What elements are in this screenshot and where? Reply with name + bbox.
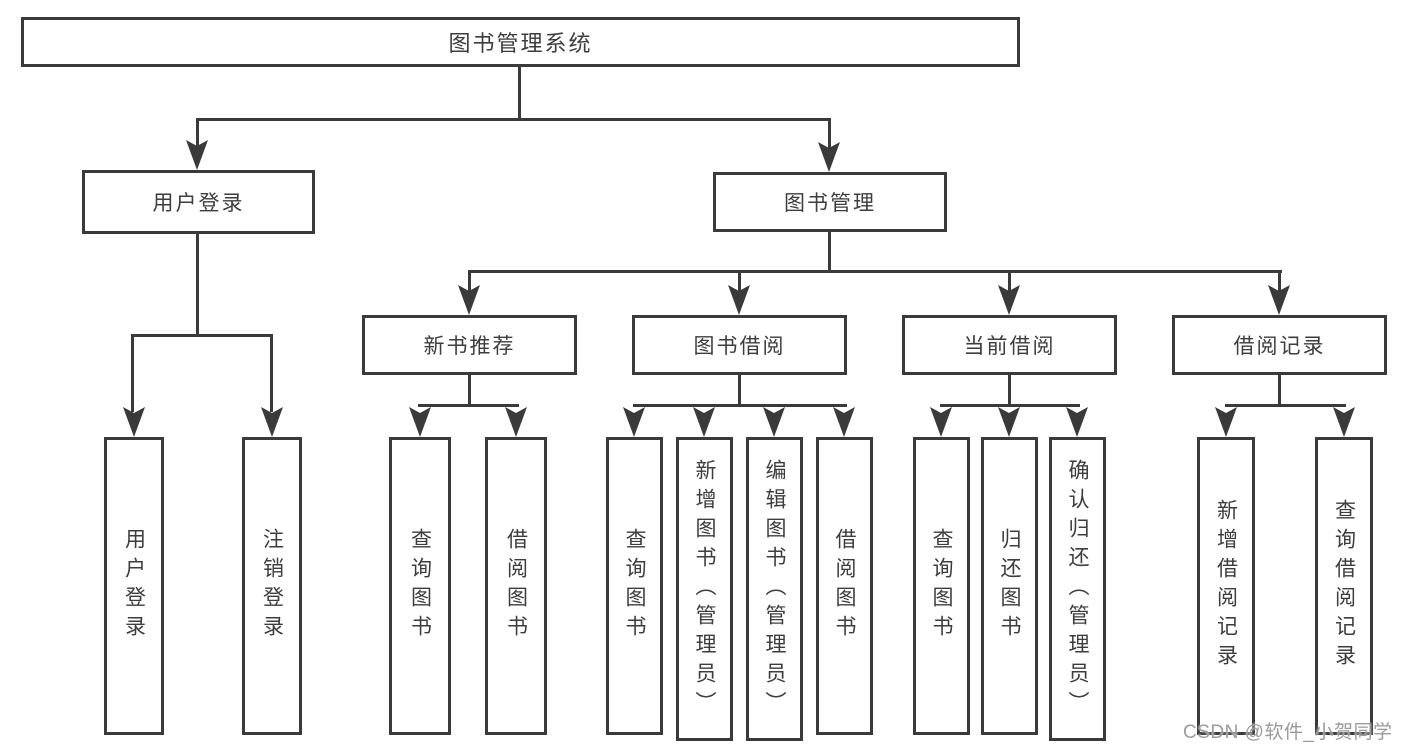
connector-line (940, 404, 1080, 407)
node-label: 确认归还（管理员） (1066, 458, 1090, 720)
node-label: 图书管理系统 (448, 31, 593, 56)
node-user-login-branch: 用户登录 (82, 170, 315, 234)
leaf-query-books: 查询图书 (389, 437, 451, 735)
node-book-borrowing: 图书借阅 (632, 315, 847, 375)
leaf-add-books-admin: 新增图书（管理员） (676, 437, 733, 741)
connector-line (196, 234, 199, 337)
node-label: 查询图书 (408, 528, 432, 644)
connector-line (738, 270, 741, 292)
arrow-down-icon (1333, 407, 1355, 437)
arrow-down-icon (623, 407, 645, 437)
node-label: 查询借阅记录 (1332, 499, 1356, 673)
connector-line (196, 118, 831, 121)
node-label: 新书推荐 (423, 335, 516, 358)
connector-line (1008, 375, 1011, 407)
leaf-logout: 注销登录 (242, 437, 302, 735)
node-label: 查询图书 (930, 528, 954, 644)
leaf-add-borrow-record: 新增借阅记录 (1197, 437, 1255, 735)
connector-line (131, 334, 134, 412)
arrow-down-icon (998, 407, 1020, 437)
connector-line (131, 334, 273, 337)
connector-line (633, 404, 847, 407)
node-new-book-recommendation: 新书推荐 (362, 315, 577, 375)
node-book-management-system: 图书管理系统 (21, 17, 1020, 67)
node-label: 新增借阅记录 (1214, 499, 1238, 673)
arrow-down-icon (1066, 407, 1088, 437)
connector-line (468, 270, 1282, 273)
arrow-down-icon (123, 407, 145, 437)
node-label: 图书管理 (784, 192, 876, 215)
arrow-down-icon (763, 407, 785, 437)
leaf-borrow-books: 借阅图书 (485, 437, 547, 735)
node-label: 查询图书 (623, 528, 647, 644)
leaf-borrow-books: 借阅图书 (816, 437, 873, 735)
node-current-borrowing: 当前借阅 (902, 315, 1117, 375)
connector-line (1225, 404, 1346, 407)
node-borrowing-records: 借阅记录 (1172, 315, 1387, 375)
connector-line (518, 67, 521, 121)
arrow-down-icon (505, 407, 527, 437)
node-label: 借阅记录 (1233, 335, 1326, 358)
leaf-user-login: 用户登录 (104, 437, 164, 735)
node-label: 借阅图书 (833, 528, 857, 644)
leaf-return-books: 归还图书 (981, 437, 1038, 735)
connector-line (828, 118, 831, 150)
connector-line (828, 232, 831, 273)
node-label: 用户登录 (122, 528, 146, 644)
leaf-query-books: 查询图书 (913, 437, 970, 735)
node-label: 归还图书 (998, 528, 1022, 644)
arrow-down-icon (833, 407, 855, 437)
node-label: 当前借阅 (963, 335, 1056, 358)
connector-line (418, 404, 519, 407)
leaf-query-borrow-record: 查询借阅记录 (1315, 437, 1373, 735)
connector-line (196, 118, 199, 148)
node-label: 编辑图书（管理员） (763, 458, 787, 720)
node-label: 图书借阅 (693, 335, 786, 358)
connector-line (738, 375, 741, 407)
arrow-down-icon (930, 407, 952, 437)
node-label: 注销登录 (260, 528, 284, 644)
leaf-confirm-return-admin: 确认归还（管理员） (1049, 437, 1106, 741)
connector-line (1278, 375, 1281, 407)
arrow-down-icon (409, 407, 431, 437)
node-book-management-branch: 图书管理 (713, 172, 947, 232)
csdn-watermark: CSDN @软件_小贺同学 (1183, 722, 1393, 743)
connector-line (270, 334, 273, 412)
connector-line (1278, 270, 1281, 292)
leaf-query-books: 查询图书 (606, 437, 663, 735)
arrow-down-icon (693, 407, 715, 437)
arrow-down-icon (1215, 407, 1237, 437)
connector-line (1008, 270, 1011, 292)
node-label: 借阅图书 (504, 528, 528, 644)
connector-line (468, 270, 471, 292)
leaf-edit-books-admin: 编辑图书（管理员） (746, 437, 803, 741)
connector-line (468, 375, 471, 407)
node-label: 用户登录 (152, 192, 245, 215)
node-label: 新增图书（管理员） (693, 458, 717, 720)
